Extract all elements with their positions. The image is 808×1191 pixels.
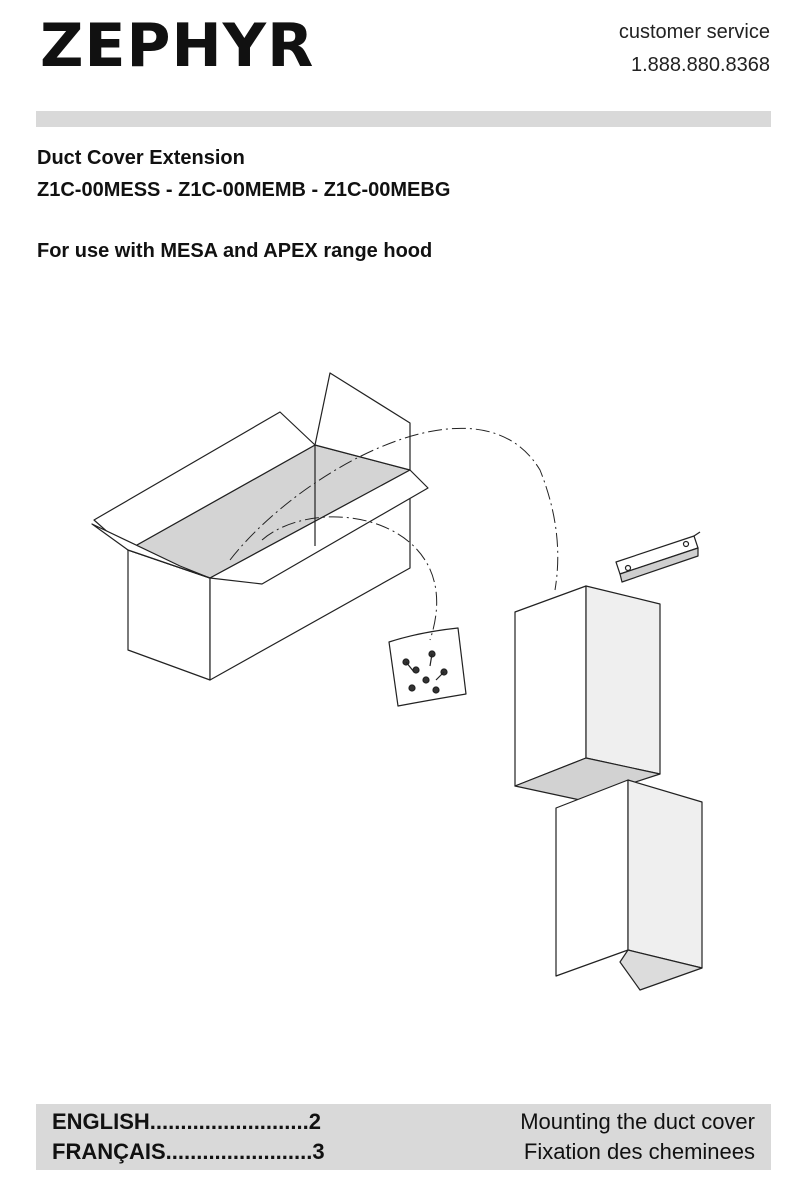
product-usage: For use with MESA and APEX range hood [37, 240, 433, 262]
upper-duct-cover-illustration [514, 585, 661, 801]
customer-service-label: customer service [618, 21, 770, 43]
shipping-box-illustration [91, 372, 429, 681]
product-title-block: Duct Cover Extension Z1C-00MESS - Z1C-00… [37, 142, 450, 206]
language-index: ENGLISH..........................2 FRANÇ… [52, 1107, 325, 1167]
customer-service-phone: 1.888.880.8368 [630, 54, 770, 76]
product-name: Duct Cover Extension [37, 147, 245, 169]
language-link-french[interactable]: FRANÇAIS........................3 [52, 1139, 325, 1164]
header-divider-bar [36, 111, 771, 127]
lower-duct-cover-illustration [555, 779, 703, 991]
brand-logo: ZEPHYR [40, 11, 315, 81]
product-illustration [91, 372, 703, 991]
mounting-bracket-illustration [615, 531, 701, 583]
topic-english: Mounting the duct cover [520, 1109, 755, 1134]
path-line-box-to-duct [229, 427, 559, 591]
language-link-english[interactable]: ENGLISH..........................2 [52, 1109, 321, 1134]
footer-language-bar: ENGLISH..........................2 FRANÇ… [36, 1104, 771, 1170]
hardware-bag-illustration [388, 627, 467, 707]
path-line-box-to-bag [261, 516, 438, 641]
customer-service: customer service 1.888.880.8368 [619, 16, 770, 82]
topic-french: Fixation des cheminees [523, 1139, 755, 1164]
product-models: Z1C-00MESS - Z1C-00MEMB - Z1C-00MEBG [37, 179, 451, 201]
topic-index: Mounting the duct cover Fixation des che… [520, 1107, 755, 1167]
